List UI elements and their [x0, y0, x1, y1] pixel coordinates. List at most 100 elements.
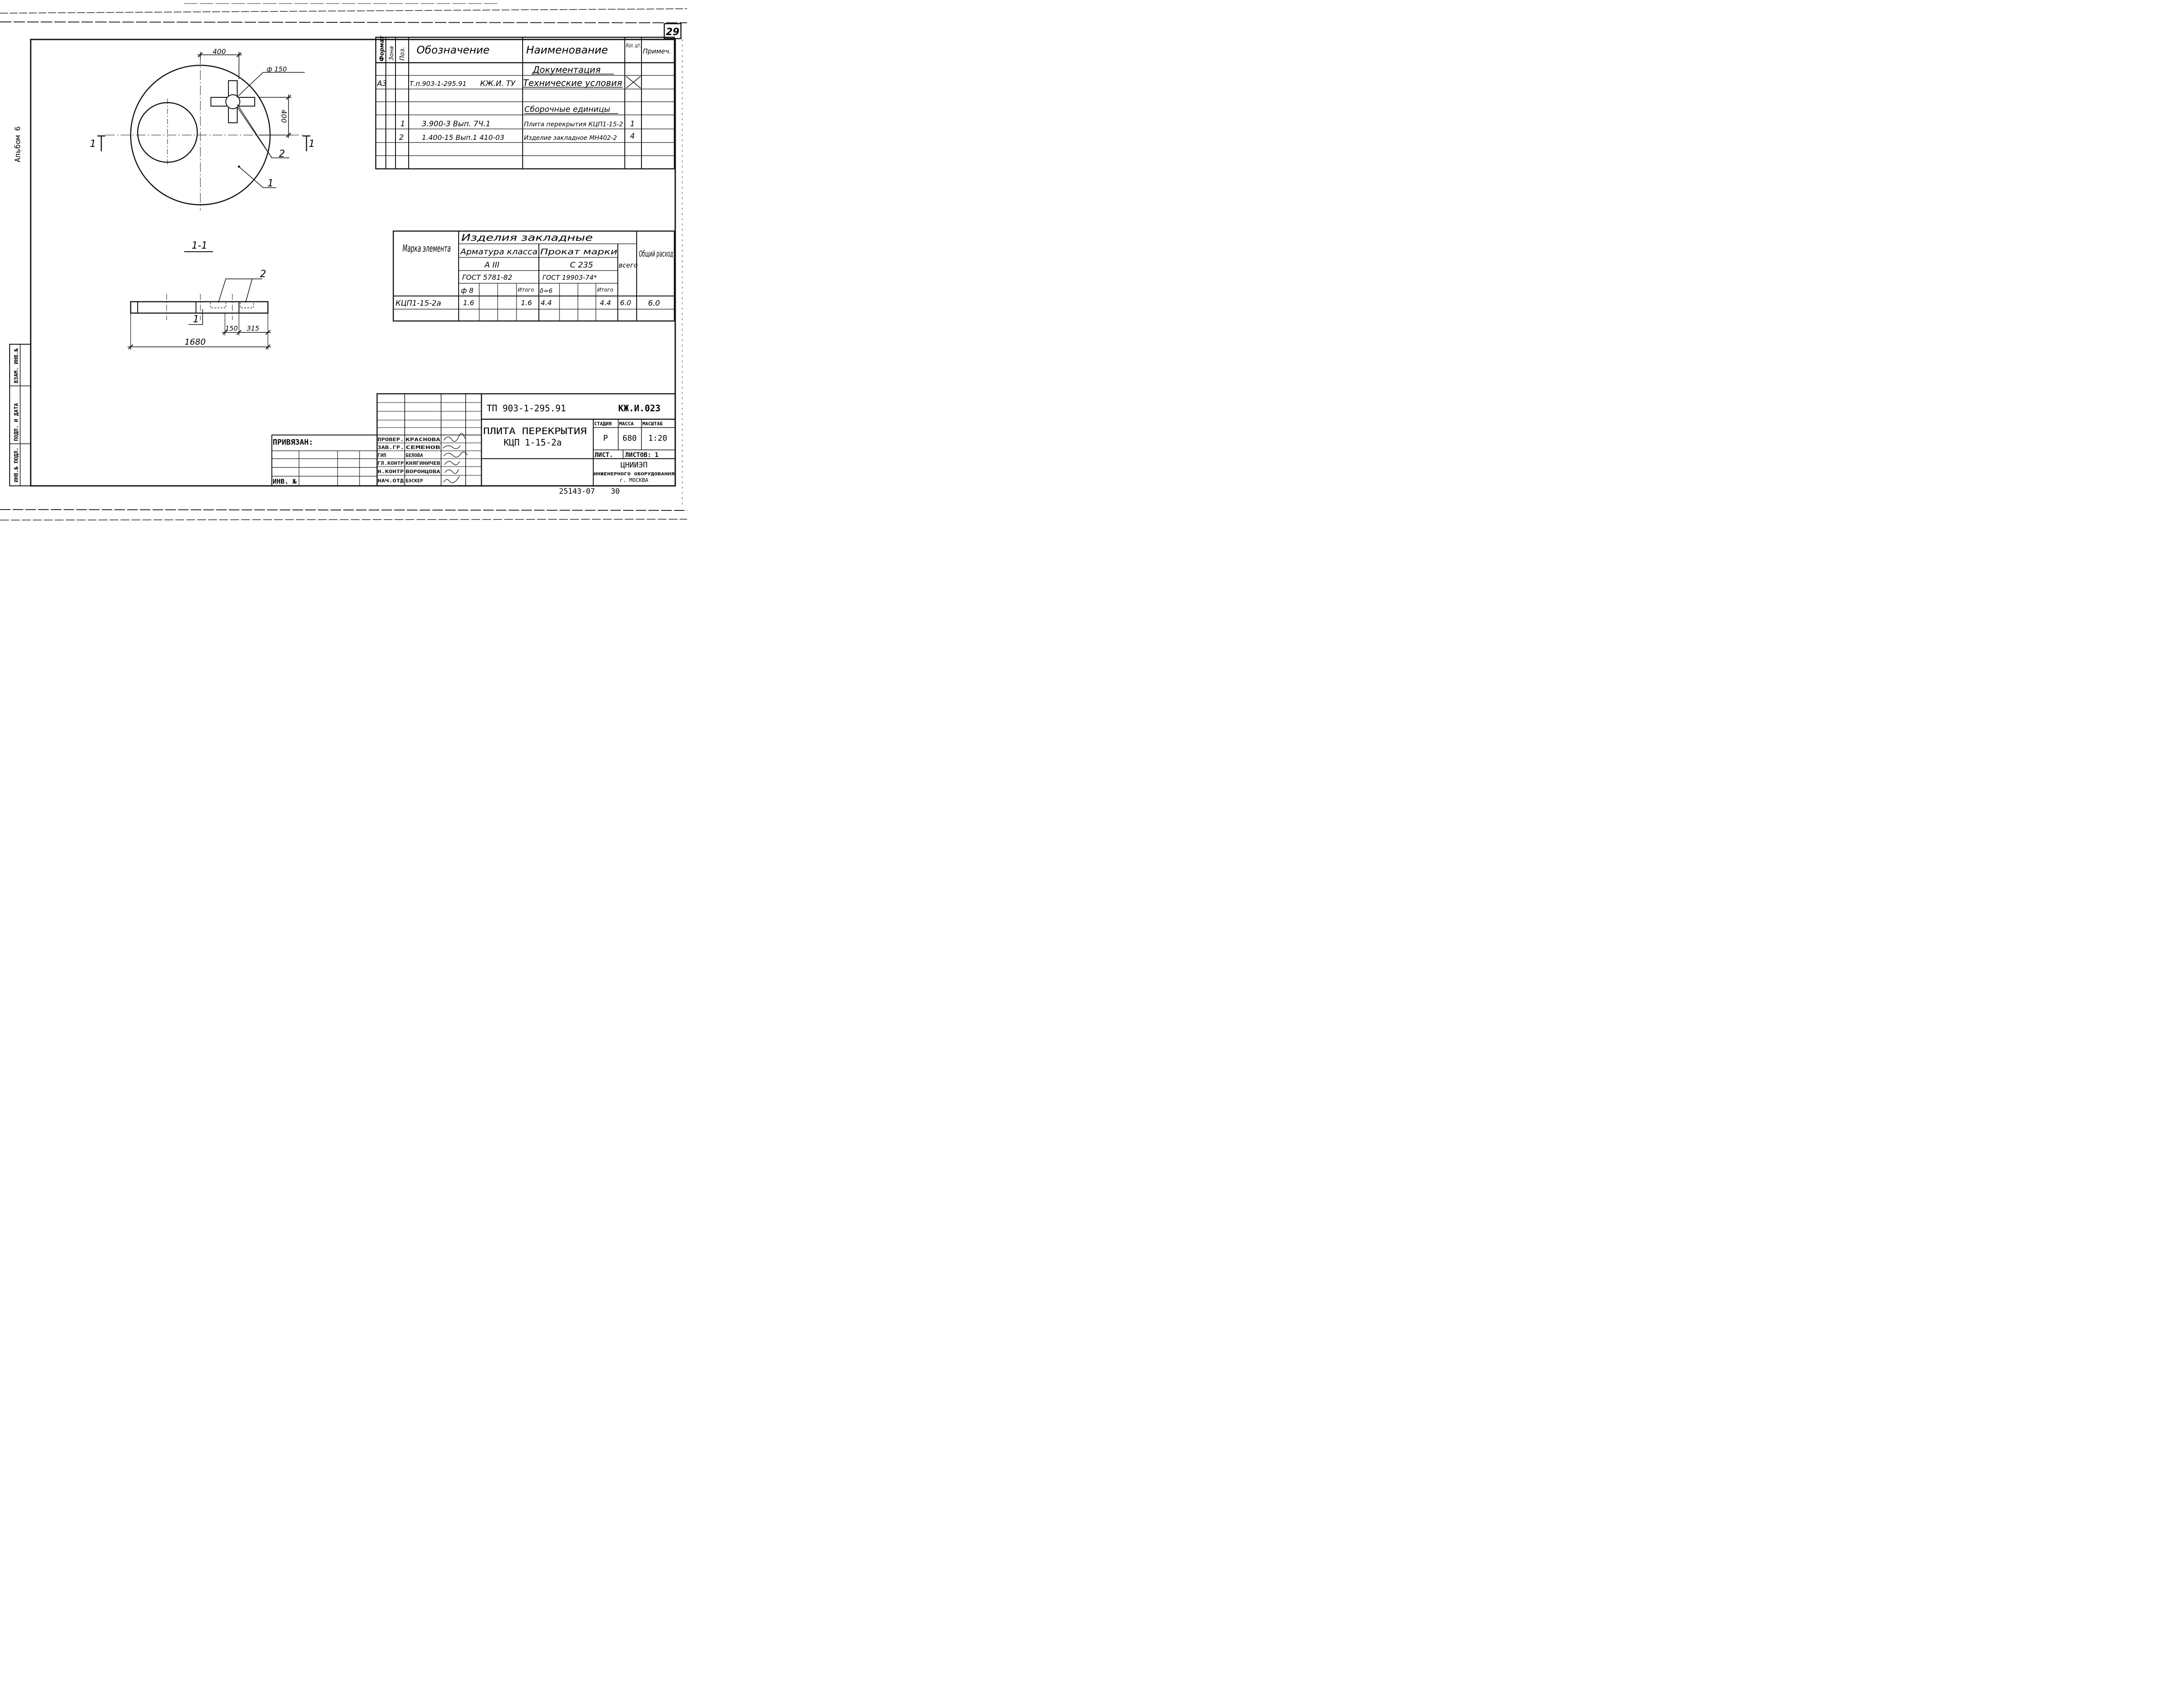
- tb-role-4: Н.КОНТР: [378, 469, 404, 474]
- spec-r2-name: Изделие закладное МН402-2: [524, 135, 617, 142]
- spec-docs-designation-suffix: КЖ.И. ТУ: [480, 79, 516, 88]
- tb-title-line2: КЦП 1-15-2а: [504, 437, 562, 448]
- spec-r2-pos: 2: [399, 133, 404, 142]
- section-title: 1-1: [192, 240, 207, 251]
- stamp-inv-orig: ИНВ.№ ПОДЛ.: [13, 448, 19, 482]
- sheet-number: 29: [666, 27, 680, 38]
- steel-rebar-class: А III: [484, 260, 499, 270]
- plan-callout-2: 2: [279, 149, 285, 160]
- spec-head-designation: Обозначение: [417, 44, 490, 56]
- steel-plate-gost: ГОСТ 19903-74*: [542, 274, 597, 282]
- spec-section-docs: Документация: [532, 64, 601, 75]
- steel-row-plate-total: 4.4: [600, 299, 611, 307]
- spec-section-assemblies: Сборочные единицы: [524, 105, 610, 114]
- tb-tied-label: ПРИВЯЗАН:: [273, 438, 313, 447]
- plan-view: [97, 52, 310, 210]
- spec-r2-qty: 4: [630, 132, 635, 141]
- steel-rebar-d: ф 8: [461, 286, 474, 295]
- stamp-replace-inv: ВЗАМ. ИНВ.№: [13, 349, 19, 383]
- embedded-hole: [225, 94, 240, 109]
- tb-mass-label: МАССА: [619, 421, 634, 427]
- spec-r2-designation: 1.400-15 Вып.1 410-03: [422, 133, 504, 142]
- section-callout-2: 2: [260, 269, 266, 280]
- tb-role-3: ГЛ.КОНТР: [378, 460, 404, 466]
- steel-row-rebar-total: 1.6: [521, 299, 532, 307]
- dim-width-400: 400: [213, 47, 226, 56]
- footer-order: 25143-07: [559, 487, 595, 496]
- side-stamp: ИНВ.№ ПОДЛ. ПОДП. И ДАТА ВЗАМ. ИНВ.№: [9, 344, 31, 486]
- steel-group-header: Изделия закладные: [461, 232, 593, 243]
- dim-315: 315: [247, 324, 260, 332]
- steel-plate-total-label: Итого: [597, 287, 613, 293]
- tb-role-5: НАЧ.ОТД: [378, 478, 404, 484]
- plan-callout-1: 1: [267, 178, 274, 189]
- steel-row-mark: КЦП1-15-2а: [395, 299, 441, 308]
- steel-row-plate: 4.4: [541, 299, 552, 307]
- drawing-sheet: 29 Альбом 6 ИНВ.№ ПОДЛ. ПОДП. И ДАТА ВЗА…: [0, 3, 687, 521]
- tb-scale-label: МАСШТАБ: [642, 421, 663, 427]
- album-label: Альбом 6: [14, 126, 22, 162]
- tb-sheet-label: ЛИСТ.: [595, 452, 613, 459]
- tb-role-0: ПРОВЕР.: [378, 437, 404, 442]
- tb-org-line2: ИНЖЕНЕРНОГО ОБОРУДОВАНИЯ: [594, 472, 674, 477]
- spec-docs-designation: Т.п.903-1-295.91: [410, 80, 467, 88]
- spec-head-qty: Кол. шт.: [626, 43, 641, 49]
- section-callout-1: 1: [193, 314, 199, 325]
- steel-all-label: всего: [619, 261, 638, 269]
- spec-r1-name: Плита перекрытия КЦП1-15-2: [524, 121, 623, 128]
- steel-mark-header: Марка элемента: [403, 243, 451, 254]
- steel-table: [392, 230, 675, 322]
- tb-title-line1: ПЛИТА ПЕРЕКРЫТИЯ: [483, 426, 587, 436]
- steel-rebar-header: Арматура класса: [460, 247, 538, 257]
- tb-inv-label: ИНВ. №: [273, 478, 296, 485]
- spec-docs-name: Технические условия: [523, 78, 622, 88]
- tb-names: КРАСНОВА СЕМЕНОВ БЕЛОВА КНЯГИНИЧЕВ ВОРОН…: [406, 437, 441, 484]
- tb-doc-code: ТП 903-1-295.91: [487, 403, 566, 414]
- tb-role-2: ГИП: [378, 453, 386, 458]
- stamp-sign-date: ПОДП. И ДАТА: [13, 403, 19, 441]
- spec-r1-designation: 3.900-3 Вып. 7Ч.1: [422, 120, 491, 128]
- tb-name-3: КНЯГИНИЧЕВ: [406, 460, 440, 466]
- tb-name-5: БЭСКЕР: [406, 478, 423, 484]
- steel-rebar-gost: ГОСТ 5781-82: [462, 273, 512, 282]
- steel-plate-d: δ=6: [540, 288, 552, 295]
- sheet-number-box: [663, 23, 682, 39]
- tb-sheets-label: ЛИСТОВ: 1: [625, 452, 659, 459]
- cut-marker-right: 1: [309, 139, 315, 150]
- dim-hole-150: ф 150: [267, 65, 287, 73]
- dim-height-400: 400: [280, 110, 288, 123]
- spec-head-zone: Зона: [388, 46, 395, 61]
- cut-marker-left: 1: [90, 139, 96, 150]
- spec-head-note: Примеч.: [643, 47, 671, 55]
- tb-name-1: СЕМЕНОВ: [406, 445, 441, 450]
- footer-page: 30: [611, 487, 620, 496]
- spec-docs-format: А3: [377, 79, 387, 88]
- spec-head-name: Наименование: [526, 44, 608, 56]
- title-block: [271, 393, 676, 487]
- tb-stage-label: СТАДИЯ: [594, 421, 612, 427]
- slab-section: [130, 301, 269, 314]
- spec-head-format: Формат: [379, 35, 385, 61]
- steel-overall-label: Общий расход: [639, 249, 673, 259]
- steel-row-rebar: 1.6: [463, 299, 474, 307]
- tb-name-2: БЕЛОВА: [406, 453, 423, 458]
- dim-150: 150: [225, 324, 238, 332]
- steel-row-overall: 6.0: [648, 299, 660, 308]
- tb-sheet-code: КЖ.И.023: [618, 403, 660, 414]
- spec-table: [375, 36, 675, 170]
- tb-mass: 680: [623, 434, 637, 443]
- steel-plate-grade: С 235: [570, 260, 593, 270]
- tb-org-line1: ЦНИИЭП: [620, 461, 647, 470]
- tb-name-4: ВОРОНЦОВА: [406, 469, 440, 474]
- tb-scale: 1:20: [648, 434, 667, 443]
- tb-org-line3: г. МОСКВА: [620, 477, 648, 483]
- tb-name-0: КРАСНОВА: [406, 437, 441, 442]
- scan-edges: [0, 3, 687, 521]
- steel-plate-header: Прокат марки: [540, 247, 617, 257]
- steel-rebar-total-label: Итого: [518, 287, 534, 293]
- section-view: [128, 278, 271, 350]
- spec-r1-pos: 1: [400, 120, 405, 128]
- tb-stage: Р: [603, 434, 608, 443]
- dim-1680: 1680: [185, 337, 206, 347]
- tb-roles: ПРОВЕР. ЗАВ.ГР. ГИП ГЛ.КОНТР Н.КОНТР НАЧ…: [378, 437, 404, 484]
